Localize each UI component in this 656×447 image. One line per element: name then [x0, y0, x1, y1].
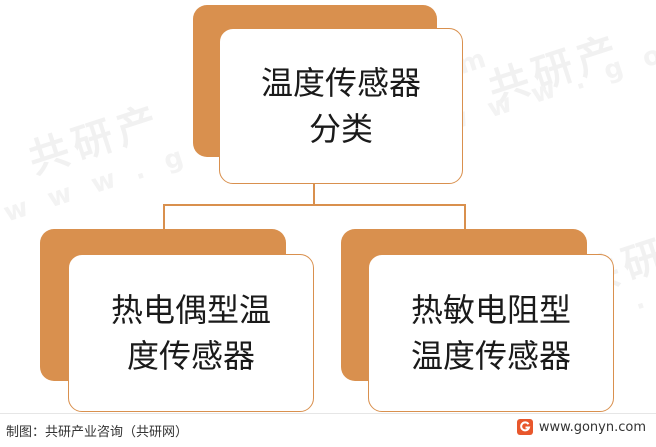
child-node-label: 热电偶型温 度传感器: [111, 287, 271, 380]
connector-horizontal: [163, 204, 465, 206]
root-node-label: 温度传感器 分类: [261, 60, 421, 153]
child-node-thermistor: 热敏电阻型 温度传感器: [368, 254, 614, 412]
connector-right-drop: [464, 204, 466, 230]
root-node: 温度传感器 分类: [219, 28, 463, 184]
child-node-line: 度传感器: [126, 337, 255, 375]
brand-footer: www.gonyn.com: [516, 419, 646, 435]
root-node-line: 分类: [308, 110, 373, 148]
source-caption: 制图：共研产业咨询（共研网）: [6, 425, 189, 440]
gonyn-logo-icon: [516, 419, 533, 435]
child-node-line: 温度传感器: [410, 337, 571, 375]
child-node-line: 热电偶型温: [110, 290, 271, 329]
brand-url: www.gonyn.com: [538, 419, 646, 435]
connector-root-stem: [313, 184, 315, 205]
child-node-line: 热敏电阻型: [410, 290, 571, 329]
root-node-line: 温度传感器: [260, 63, 421, 102]
child-node-label: 热敏电阻型 温度传感器: [411, 287, 571, 380]
connector-left-drop: [163, 204, 165, 230]
child-node-thermocouple: 热电偶型温 度传感器: [68, 254, 314, 412]
footer-divider: [0, 413, 656, 414]
